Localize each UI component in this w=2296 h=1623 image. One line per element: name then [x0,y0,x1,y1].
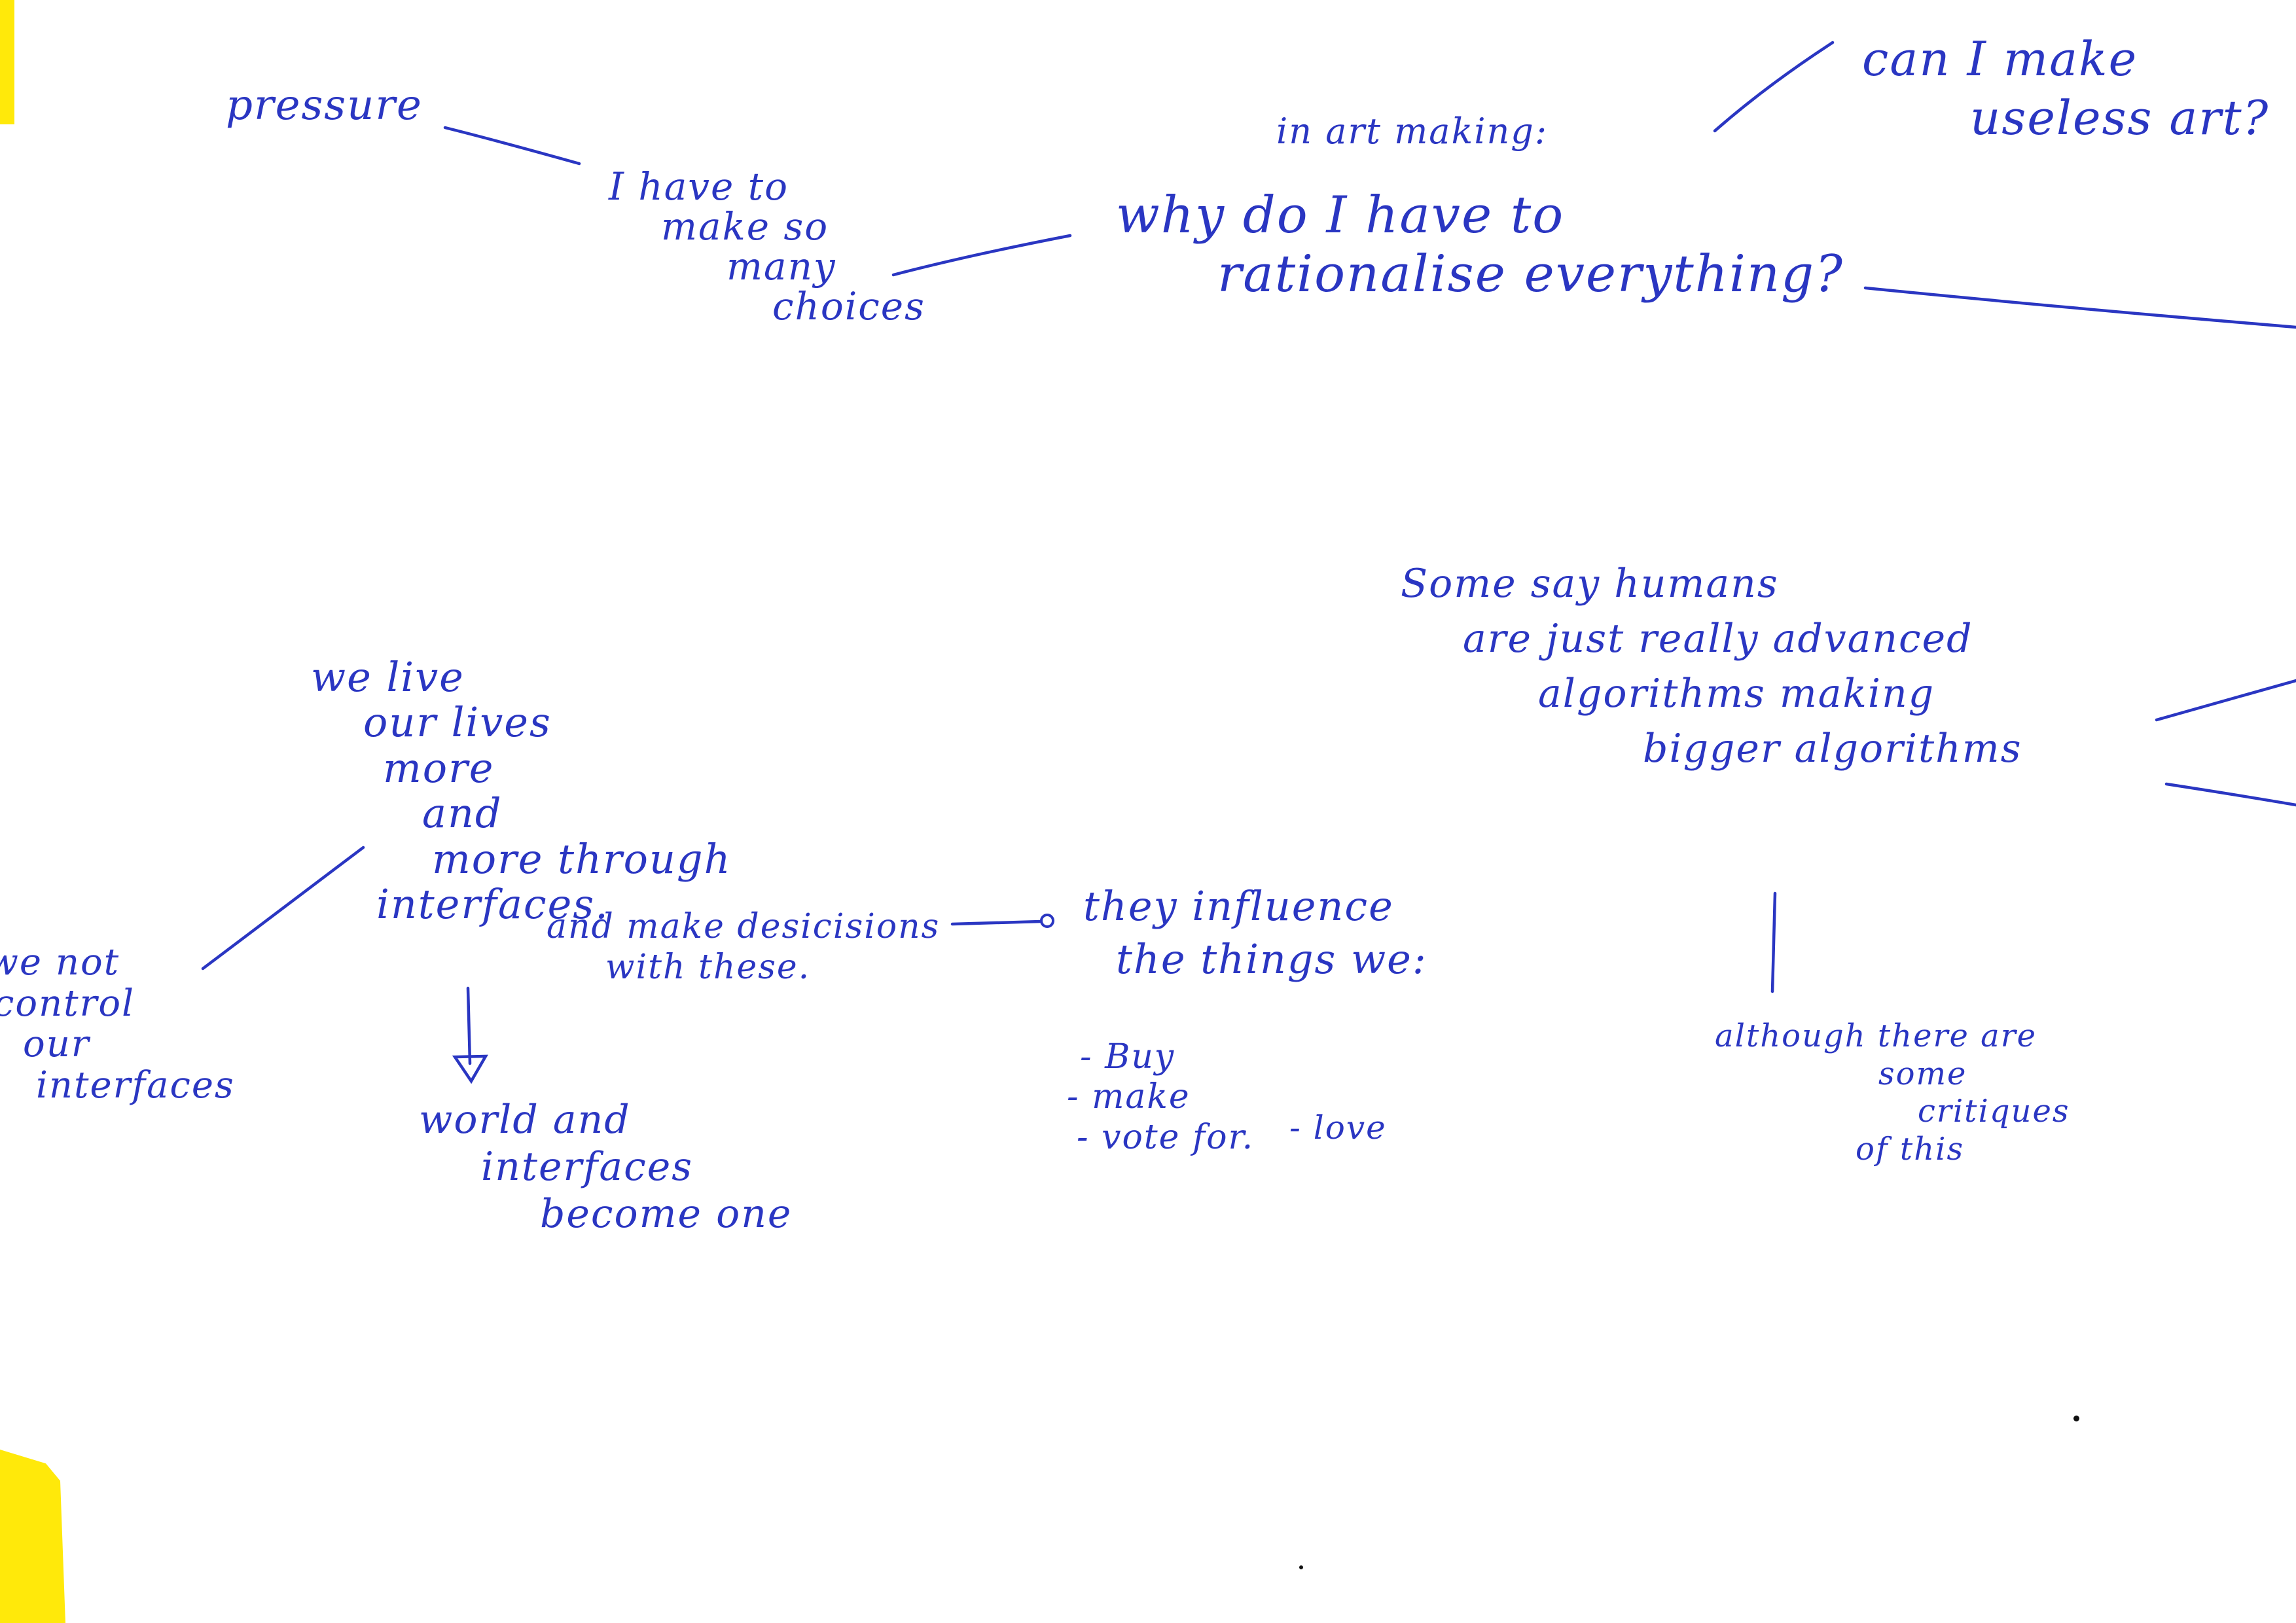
line-humans-right-1 [2155,679,2296,722]
line-pressure-choices [443,126,581,166]
ink-speck [1299,1565,1303,1569]
line-control-interfaces [201,846,365,971]
note-critiques: although there are some critiques of thi… [1715,1018,2070,1168]
arrow-interfaces-world-stem [466,986,472,1065]
ink-speck [2073,1416,2079,1421]
note-influence-items: - Buy - make - vote for. [1067,1037,1255,1157]
note-humans: Some say humans are just really advanced… [1401,561,2022,772]
arrow-decisions-influence-head [1040,914,1054,928]
note-decisions: and make desicisions with these. [547,907,941,988]
tape-strip-top [0,0,14,124]
note-choices: I have to make so many choices [609,164,925,329]
note-art-making: in art making: [1276,111,1549,152]
note-pressure: pressure [226,81,423,130]
line-humans-critiques [1770,891,1777,993]
note-interfaces-life: we live our lives more and more through … [311,653,732,929]
note-influence-love: - love [1289,1109,1387,1147]
arrow-interfaces-world-head [452,1054,488,1084]
note-world-interfaces: world and interfaces become one [419,1097,793,1237]
line-question-right [1863,286,2296,329]
note-question: why do I have to rationalise everything? [1116,186,1844,304]
note-control: we not control our interfaces [0,941,235,1107]
line-choices-question [891,234,1072,277]
note-useless-art: can I make useless art? [1862,31,2270,145]
arrow-decisions-influence [950,919,1043,926]
line-artmaking-useless [1713,41,1835,133]
tape-strip-bottom [0,1450,65,1623]
note-influence: they influence the things we: [1083,882,1427,983]
line-humans-right-2 [2164,782,2296,807]
